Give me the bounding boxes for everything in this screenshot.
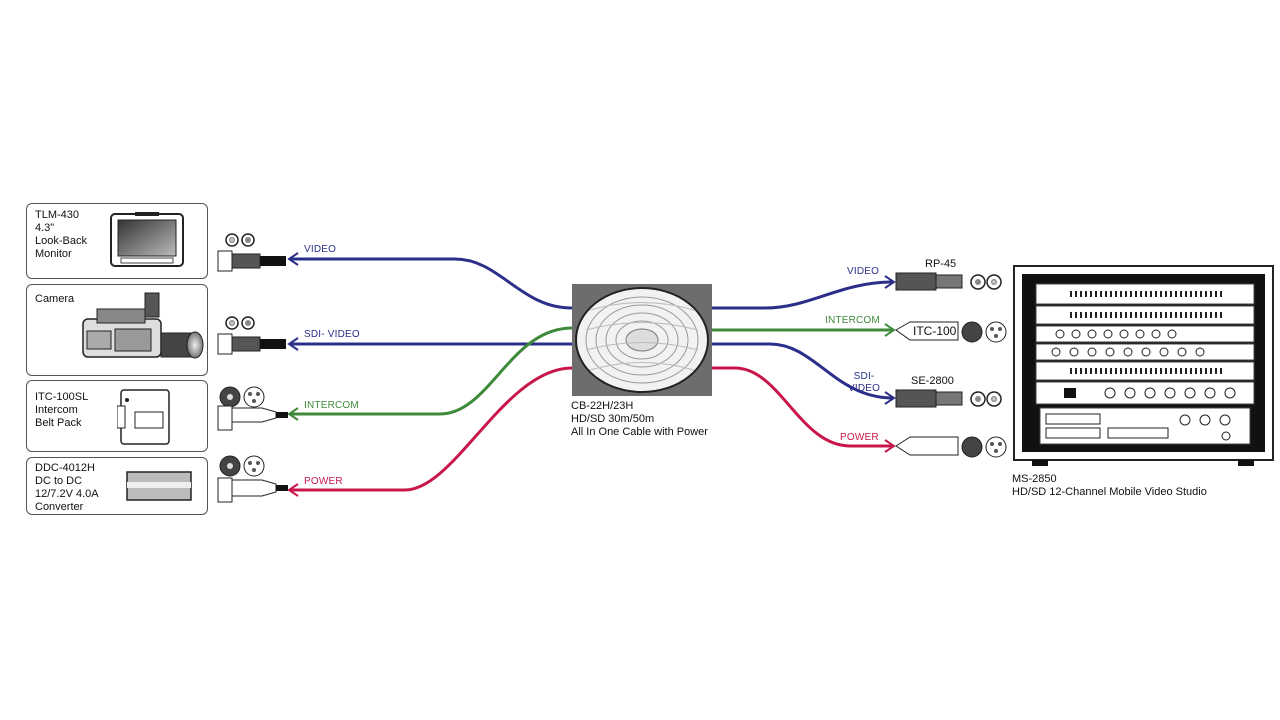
connector-label-rp45: RP-45 <box>925 258 957 270</box>
xlr-connector-intercom-left <box>217 386 288 431</box>
cable-sdi-video-left <box>287 337 572 351</box>
cable-video-left <box>287 252 573 310</box>
label-power-left: POWER <box>304 476 343 487</box>
reel-description: All In One Cable with Power <box>571 426 708 438</box>
device-box-intercom: ITC-100SL Intercom Belt Pack <box>26 380 208 452</box>
device-box-converter: DDC-4012H DC to DC 12/7.2V 4.0A Converte… <box>26 457 208 515</box>
label-intercom-right: INTERCOM <box>825 315 880 326</box>
xlr-connector-power-left <box>217 455 288 503</box>
bnc-connector-video-left <box>217 233 286 272</box>
cable-sdi-video-right <box>712 342 896 405</box>
mobile-studio-image <box>1013 265 1274 466</box>
cable-power-right <box>712 366 896 453</box>
cable-intercom-right <box>712 323 896 337</box>
label-intercom-left: INTERCOM <box>304 400 359 411</box>
studio-description: HD/SD 12-Channel Mobile Video Studio <box>1012 486 1207 498</box>
device-label-intercom: ITC-100SL Intercom Belt Pack <box>35 391 89 429</box>
label-power-right: POWER <box>840 432 879 443</box>
reel-spec: HD/SD 30m/50m <box>571 413 655 425</box>
connector-label-itc100: ITC-100 <box>913 324 957 338</box>
xlr-connector-power-right <box>895 436 1007 458</box>
device-label-converter: DDC-4012H DC to DC 12/7.2V 4.0A Converte… <box>35 462 99 513</box>
device-box-camera: Camera <box>26 284 208 376</box>
label-sdi-video-right: SDI- VIDEO <box>848 371 881 394</box>
cable-reel-image <box>572 284 712 396</box>
label-video-right: VIDEO <box>847 266 880 277</box>
monitor-icon <box>110 212 184 267</box>
connector-label-se2800: SE-2800 <box>911 375 954 387</box>
beltpack-icon <box>117 389 170 445</box>
cable-reel-caption: CB-22H/23H HD/SD 30m/50m All In One Cabl… <box>571 400 708 439</box>
cable-power-left <box>287 366 573 497</box>
bnc-connector-sdi-left <box>217 316 286 355</box>
bnc-connector-rp45 <box>895 272 1002 291</box>
camera-icon <box>82 292 204 359</box>
cable-video-right <box>712 275 896 310</box>
xlr-connector-itc100 <box>895 321 1007 343</box>
device-label-monitor: TLM-430 4.3" Look-Back Monitor <box>35 209 87 260</box>
reel-model: CB-22H/23H <box>571 400 634 412</box>
studio-model: MS-2850 <box>1012 473 1057 485</box>
cable-intercom-left <box>287 326 573 421</box>
device-label-camera: Camera <box>35 293 75 305</box>
label-video-left: VIDEO <box>304 244 337 255</box>
converter-icon <box>126 471 192 501</box>
studio-caption: MS-2850 HD/SD 12-Channel Mobile Video St… <box>1012 473 1207 499</box>
label-sdi-video-left: SDI- VIDEO <box>304 329 360 340</box>
bnc-connector-se2800 <box>895 389 1002 408</box>
device-box-monitor: TLM-430 4.3" Look-Back Monitor <box>26 203 208 279</box>
